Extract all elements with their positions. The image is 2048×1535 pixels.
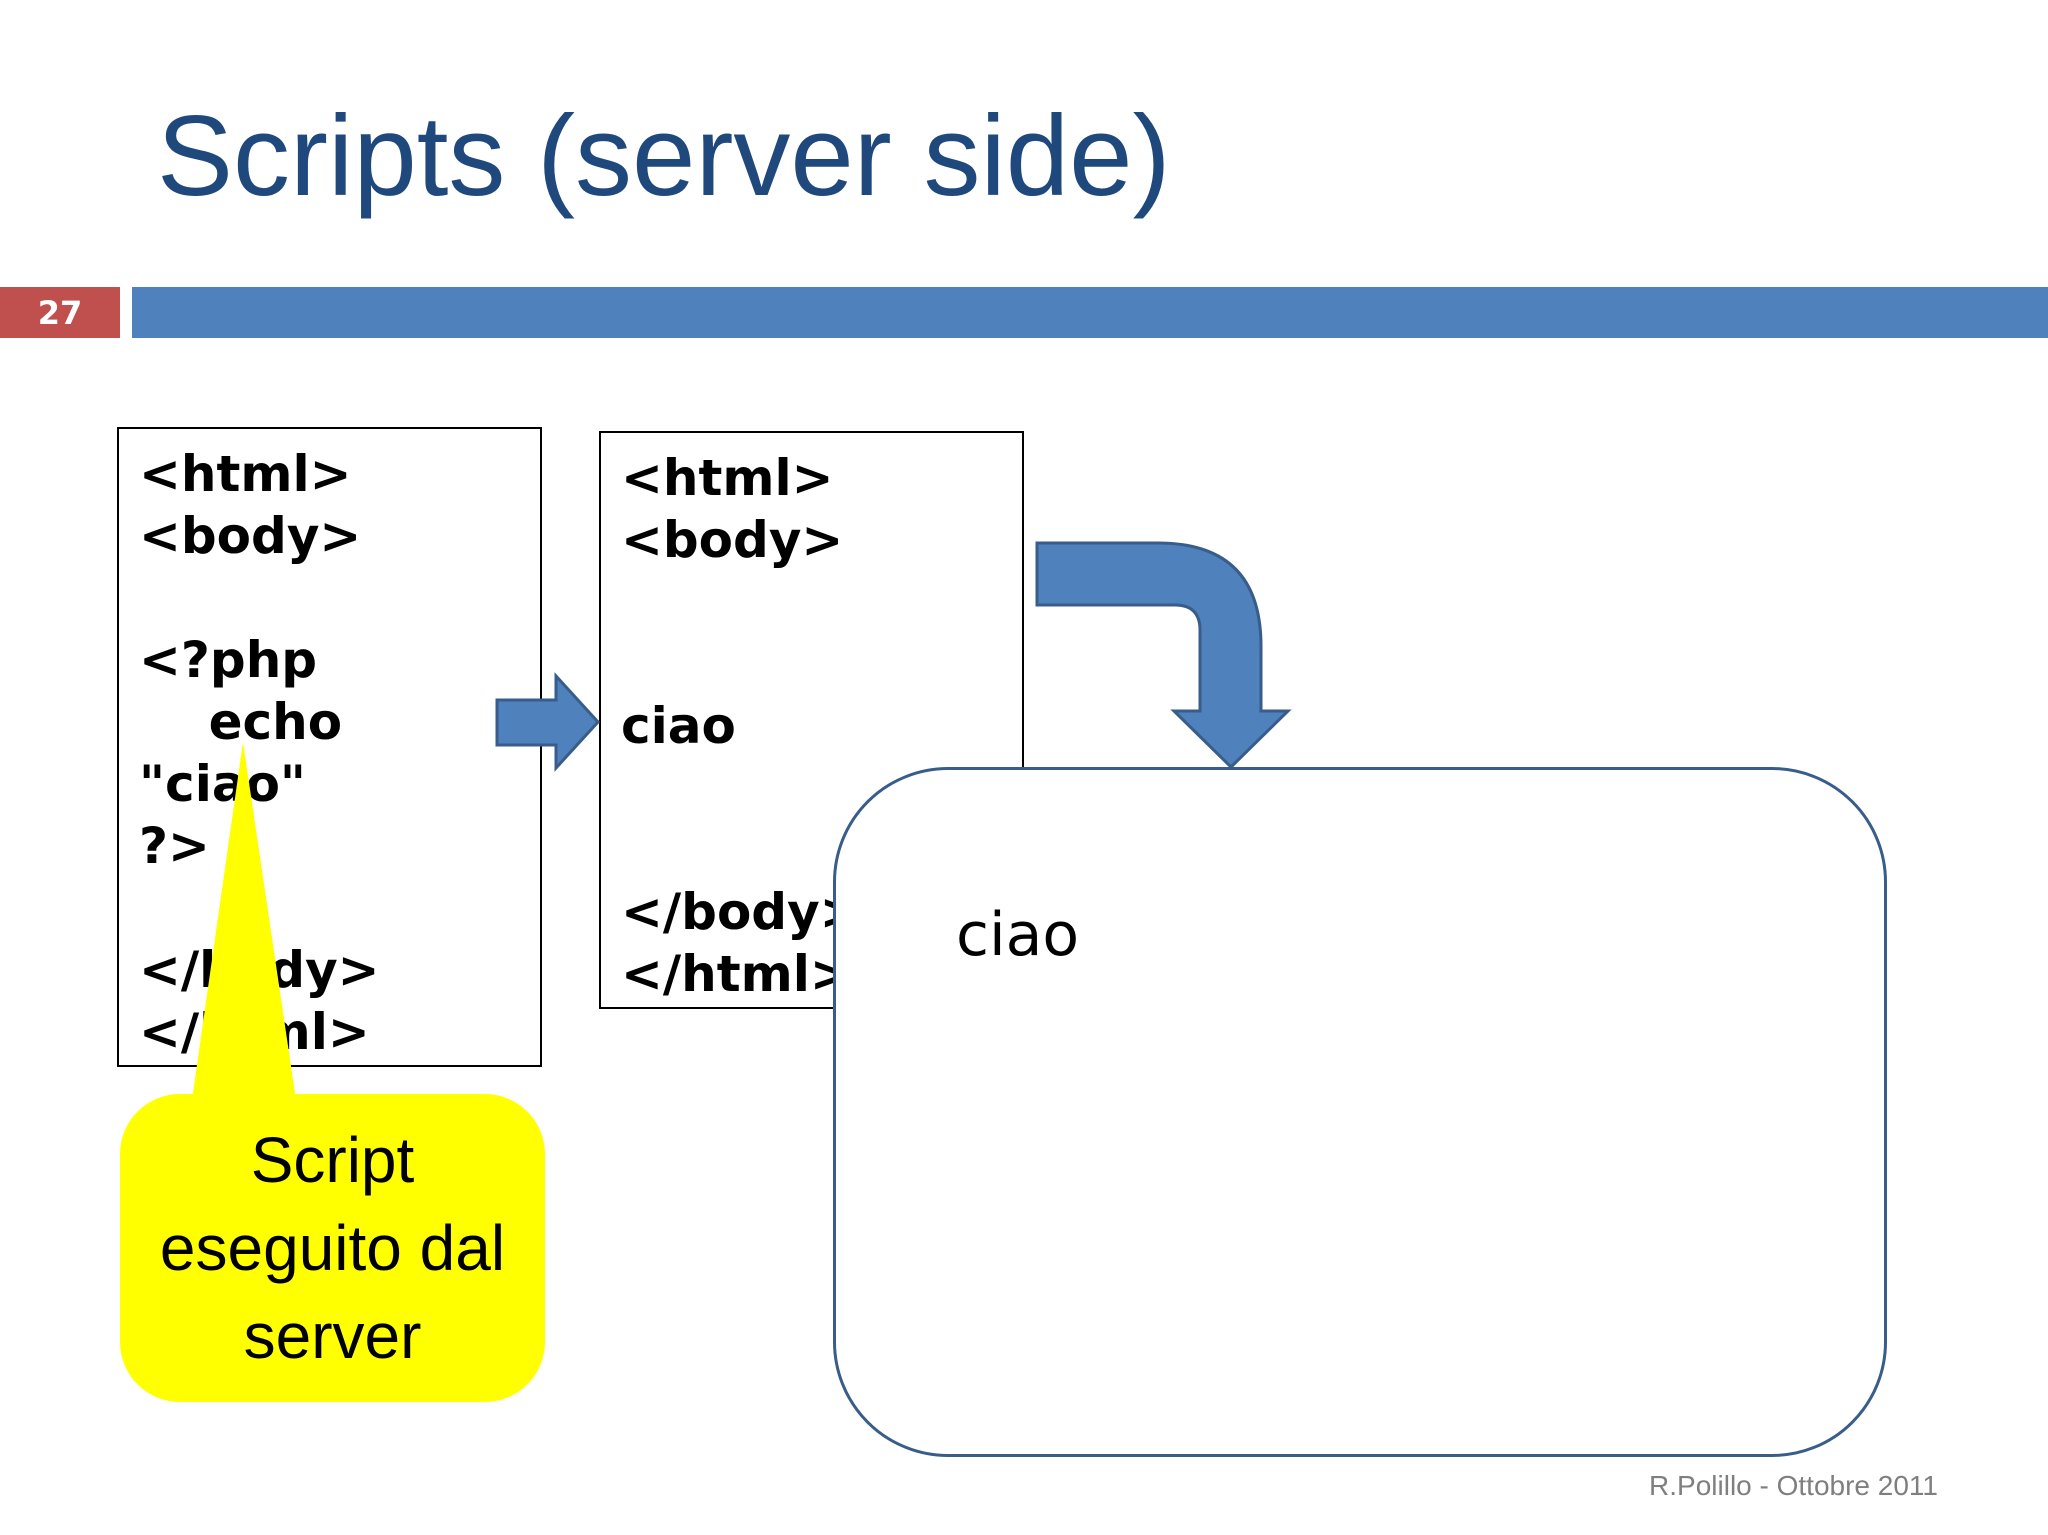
code-line: echo [139, 693, 343, 751]
code-line: ciao [621, 697, 736, 755]
code-line [621, 633, 1022, 695]
browser-window: ciao [833, 767, 1887, 1457]
callout-line: eseguito dal [159, 1212, 506, 1284]
code-line: ?> [139, 817, 210, 875]
code-line: <html> [621, 449, 834, 507]
slide-number: 27 [0, 287, 120, 338]
footer-credit: R.Polillo - Ottobre 2011 [1649, 1470, 1938, 1501]
code-line [621, 571, 1022, 633]
code-line: <html> [139, 445, 352, 503]
php-source-box: <html> <body> <?php echo "ciao" ?> </bod… [117, 427, 542, 1067]
code-line: "ciao" [139, 755, 306, 813]
code-line: <body> [621, 511, 844, 569]
code-line: </body> [621, 883, 862, 941]
callout-bubble: Script eseguito dal server [120, 1094, 545, 1402]
code-line: <body> [139, 507, 362, 565]
browser-output-text: ciao [956, 900, 1080, 970]
header-bar [132, 287, 2048, 338]
code-line [139, 877, 540, 939]
code-line: </body> [139, 941, 380, 999]
slide-title: Scripts (server side) [157, 93, 1171, 220]
code-line [139, 567, 540, 629]
callout-line: server [243, 1300, 422, 1372]
code-line: </html> [139, 1003, 370, 1061]
code-line: <?php [139, 631, 318, 689]
html-output-box: <html> <body> ciao </body> </html> [599, 431, 1024, 1009]
callout-line: Script [250, 1124, 415, 1196]
code-line: </html> [621, 945, 852, 1003]
